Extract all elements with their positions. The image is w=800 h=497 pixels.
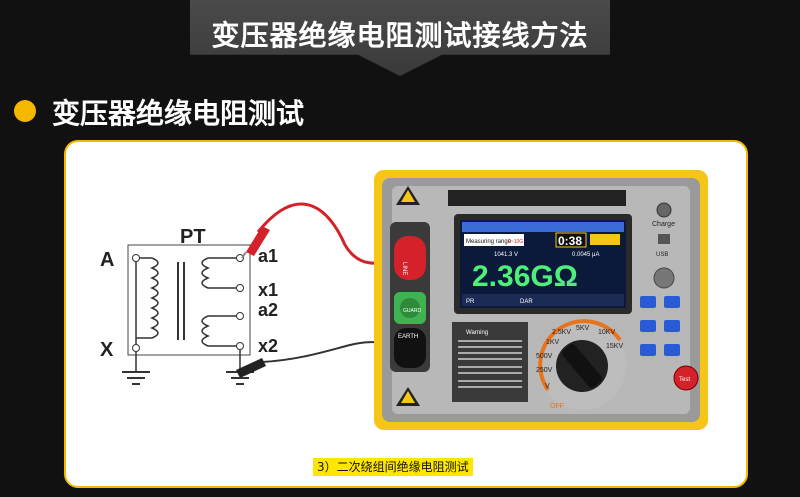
ground-icon <box>122 371 150 385</box>
page-title: 变压器绝缘电阻测试接线方法 <box>211 19 589 52</box>
dial-off: OFF <box>550 403 564 410</box>
terminal-x1 <box>236 284 244 292</box>
terminal-a2 <box>236 312 244 320</box>
terminal-a1 <box>236 254 244 262</box>
transformer-label: PT <box>180 226 206 248</box>
terminal-X-label: X <box>100 339 114 361</box>
test-label: Test <box>679 377 690 383</box>
timer-display: 0:38 <box>558 234 582 248</box>
terminal-A-label: A <box>100 249 114 271</box>
charge-label: Charge <box>652 221 675 228</box>
test-button[interactable] <box>673 365 699 391</box>
warning-panel <box>452 322 528 402</box>
terminal-a1-label: a1 <box>258 246 278 266</box>
line-label: LINE <box>401 262 407 275</box>
guard-label: GUARD <box>403 308 421 314</box>
dial-250v: 250V <box>536 367 553 374</box>
dial-15kv: 15KV <box>606 343 623 350</box>
printer-slot <box>448 190 626 206</box>
function-button[interactable] <box>664 296 680 308</box>
earth-terminal[interactable] <box>394 328 426 368</box>
line-terminal[interactable] <box>394 236 426 280</box>
dial-5kv: 5KV <box>576 325 590 332</box>
dial-2-5kv: 2.5KV <box>552 329 571 336</box>
secondary-winding-1 <box>201 257 240 289</box>
primary-winding <box>136 257 159 339</box>
secondary-winding-2 <box>201 315 240 347</box>
dial-v: V <box>545 383 550 390</box>
terminal-x2 <box>236 342 244 350</box>
resistance-reading: 2.36GΩ <box>472 260 578 293</box>
current-readout: 0.0045 μA <box>572 252 599 258</box>
dial-1kv: 1KV <box>546 339 560 346</box>
usb-label: USB <box>656 252 668 258</box>
dial-500v: 500V <box>536 353 553 360</box>
warning-text-lines <box>458 340 522 388</box>
transformer-schematic: PT A X a1 x1 a2 x2 <box>100 226 278 385</box>
dial-10kv: 10KV <box>598 329 615 336</box>
dial-arc <box>538 319 622 392</box>
terminal-x1-label: x1 <box>258 280 278 300</box>
earth-label: EARTH <box>398 334 418 340</box>
connector-port <box>653 267 675 289</box>
function-button[interactable] <box>664 320 680 332</box>
terminal-A <box>132 254 140 262</box>
terminal-x2-label: x2 <box>258 336 278 356</box>
warning-triangle-icon <box>396 387 420 406</box>
section-bullet-icon <box>14 100 36 122</box>
measuring-range-label: Measuring range <box>466 239 512 245</box>
function-button[interactable] <box>640 320 656 332</box>
charge-indicator <box>656 202 672 218</box>
warning-label: Warning <box>466 330 488 336</box>
usb-port-icon <box>658 234 670 244</box>
transformer-outline <box>127 244 251 356</box>
range-value: 0~10G <box>508 239 523 245</box>
pr-label: PR <box>466 299 475 305</box>
function-button[interactable] <box>640 344 656 356</box>
dar-label: DAR <box>520 299 533 305</box>
warning-triangle-icon <box>396 186 420 205</box>
section-title: 变压器绝缘电阻测试 <box>52 97 305 130</box>
terminal-X <box>132 344 140 352</box>
terminal-a2-label: a2 <box>258 300 278 320</box>
voltage-readout: 1041.3 V <box>494 252 518 258</box>
figure-caption: 3）二次绕组间绝缘电阻测试 <box>313 458 473 476</box>
function-button[interactable] <box>640 296 656 308</box>
insulation-tester: LINE GUARD EARTH Measuring range 0~10G 0… <box>374 170 708 430</box>
function-button[interactable] <box>664 344 680 356</box>
